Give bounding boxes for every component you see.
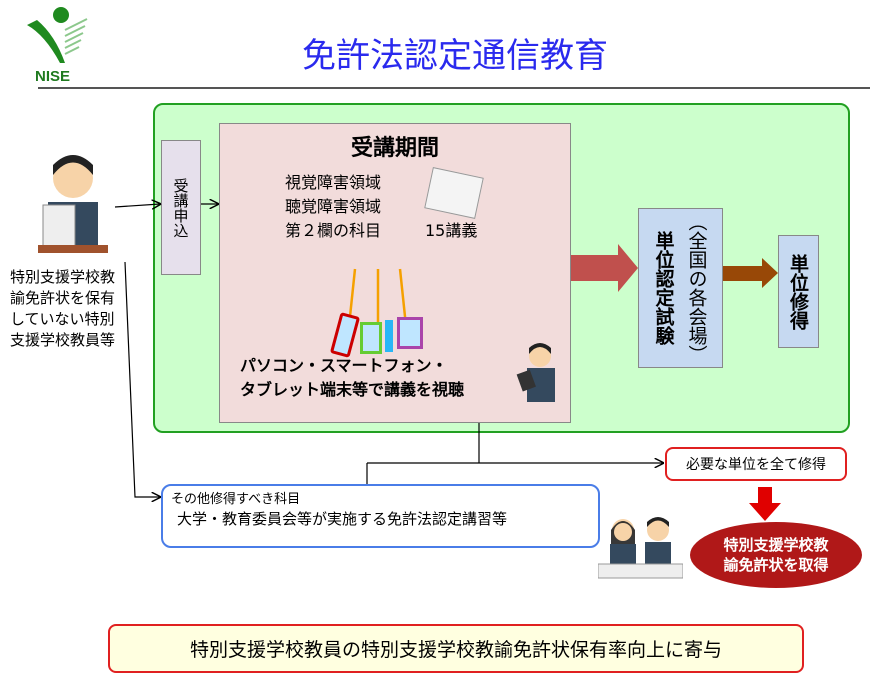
divider — [38, 87, 870, 89]
viewing-method: パソコン・スマートフォン・ タブレット端末等で講義を視聴 — [240, 354, 464, 402]
people-illustration — [597, 512, 684, 582]
other-body: 大学・教育委員会等が実施する免許法認定講習等 — [177, 510, 508, 528]
lecture-count: 15講義 — [425, 221, 478, 240]
viewing-line: パソコン・スマートフォン・ — [240, 356, 448, 375]
target-description: 特別支援学校教諭免許状を保有していない特別支援学校教員等 — [10, 268, 116, 349]
credit-exam-box: 単位認定試験 （全国の各会場） — [638, 208, 723, 368]
other-heading: その他修得すべき科目 — [171, 492, 301, 507]
area-item: 第２欄の科目 — [285, 221, 382, 240]
to-credit-arrow — [722, 258, 778, 288]
viewing-line: タブレット端末等で講義を視聴 — [240, 380, 465, 399]
svg-text:NISE: NISE — [35, 68, 70, 85]
period-title: 受講期間 — [350, 136, 439, 161]
credit-earned-box: 単位修得 — [778, 235, 819, 348]
teacher-illustration — [38, 150, 108, 255]
license-acquired: 特別支援学校教諭免許状を取得 — [690, 522, 862, 588]
all-credits-required: 必要な単位を全て修得 — [665, 447, 847, 481]
other-subjects-box: その他修得すべき科目 大学・教育委員会等が実施する免許法認定講習等 — [161, 484, 600, 548]
result-line: 特別支援学校教 — [723, 536, 829, 554]
area-item: 視覚障害領域 — [285, 173, 382, 192]
result-line: 諭免許状を取得 — [723, 556, 829, 574]
exam-title: 単位認定試験 — [652, 231, 675, 345]
exam-venue: （全国の各会場） — [685, 212, 708, 364]
area-item: 聴覚障害領域 — [285, 197, 382, 216]
devices-icon — [329, 312, 430, 358]
down-arrow — [749, 487, 781, 521]
area-list: 視覚障害領域 聴覚障害領域 第２欄の科目 — [285, 171, 381, 243]
course-period-box: 受講期間 視覚障害領域 聴覚障害領域 第２欄の科目 15講義 パソコン・スマート… — [219, 123, 571, 423]
student-tablet-illustration — [515, 342, 560, 402]
to-exam-arrow — [571, 244, 638, 292]
nise-logo: NISE — [25, 5, 95, 85]
page-title: 免許法認定通信教育 — [302, 36, 608, 76]
goal-banner: 特別支援学校教員の特別支援学校教諭免許状保有率向上に寄与 — [108, 624, 804, 673]
